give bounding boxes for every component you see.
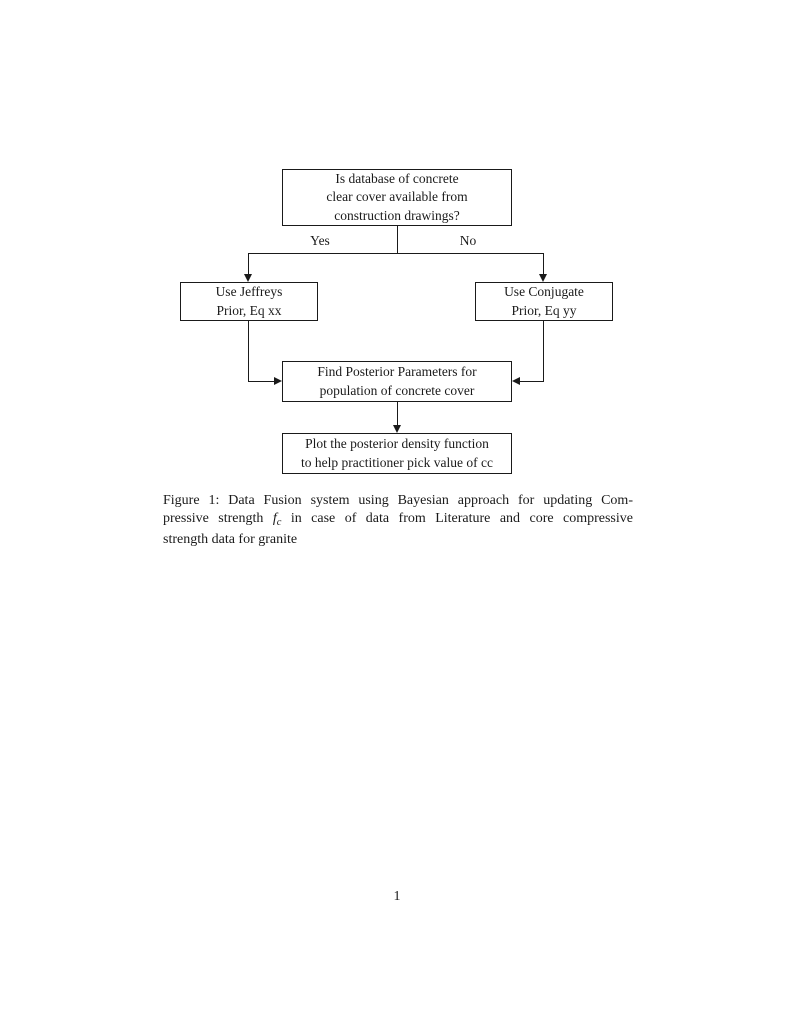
page-number: 1: [393, 889, 401, 904]
edge-posterior-to-plot: [397, 402, 398, 426]
edge-yes-drop: [248, 253, 249, 275]
edge-no-drop: [543, 253, 544, 275]
caption-line-2-text-post: in case of data from Literature and core…: [281, 510, 633, 526]
arrowhead-down-icon: [244, 274, 252, 282]
math-symbol-fc-base: f: [272, 510, 277, 526]
flow-node-posterior-line-2: population of concrete cover: [319, 382, 475, 398]
flow-node-jeffreys-prior: Use Jeffreys Prior, Eq xx: [180, 282, 318, 321]
flow-node-jeffreys-line-2: Prior, Eq xx: [216, 302, 282, 318]
edge-jeffreys-down: [248, 321, 249, 381]
edge-label-no: No: [459, 233, 477, 248]
edge-conjugate-down: [543, 321, 544, 381]
figure-caption-line-3: strength data for granite: [163, 532, 298, 547]
flow-node-conjugate-line-1: Use Conjugate: [504, 284, 584, 299]
edge-decision-to-branch: [397, 226, 398, 253]
math-symbol-fc-subscript: c: [276, 516, 282, 528]
flow-node-plot-line-1: Plot the posterior density function: [305, 436, 489, 451]
figure-caption: Figure 1: Data Fusion system using Bayes…: [163, 492, 633, 549]
arrowhead-left-icon: [512, 377, 520, 385]
flow-node-decision-line-2: clear cover available from: [326, 189, 468, 205]
flow-node-find-posterior: Find Posterior Parameters for population…: [282, 361, 512, 402]
figure-caption-line-1: Figure 1: Data Fusion system using Bayes…: [163, 493, 633, 508]
edge-label-yes: Yes: [310, 233, 330, 248]
flow-node-plot-line-2: to help practitioner pick value of cc: [301, 454, 493, 470]
arrowhead-down-icon: [393, 425, 401, 433]
edge-branch-line: [248, 253, 544, 254]
arrowhead-right-icon: [274, 377, 282, 385]
flow-node-jeffreys-line-1: Use Jeffreys: [215, 284, 283, 299]
flow-node-plot-density: Plot the posterior density function to h…: [282, 433, 512, 474]
figure-caption-line-2: pressive strength fc in case of data fro…: [163, 510, 633, 532]
flow-node-conjugate-prior: Use Conjugate Prior, Eq yy: [475, 282, 613, 321]
caption-line-2-text-pre: pressive strength: [163, 510, 273, 526]
arrowhead-down-icon: [539, 274, 547, 282]
flow-node-decision-line-3: construction drawings?: [334, 207, 460, 223]
flow-node-decision: Is database of concrete clear cover avai…: [282, 169, 512, 226]
flow-node-posterior-line-1: Find Posterior Parameters for: [317, 364, 477, 379]
edge-jeffreys-to-posterior: [248, 381, 275, 382]
flow-node-conjugate-line-2: Prior, Eq yy: [511, 302, 577, 318]
edge-conjugate-to-posterior: [517, 381, 544, 382]
flow-node-decision-line-1: Is database of concrete: [335, 170, 459, 186]
